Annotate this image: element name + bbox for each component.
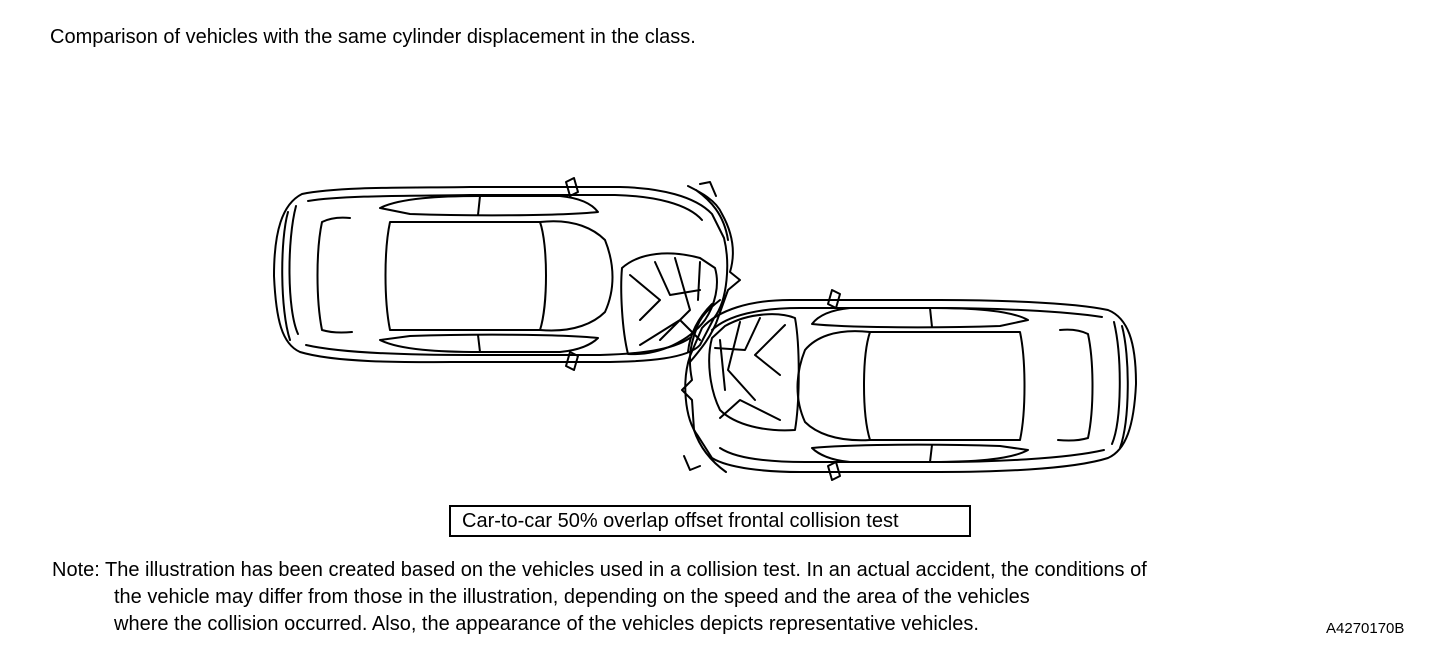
left-car-crushed-hood: [620, 252, 718, 356]
left-car-side-window-bottom: [379, 333, 599, 353]
test-caption: Car-to-car 50% overlap offset frontal co…: [449, 505, 971, 537]
right-car-mirror-bottom: [827, 461, 841, 481]
right-car-rear: [1111, 321, 1129, 449]
note-label: Note:: [52, 559, 100, 581]
right-car-rear-window: [1057, 328, 1094, 442]
left-car-side-window-top: [379, 195, 599, 217]
note-text-1: The illustration has been created based …: [105, 559, 1147, 581]
left-car-body: [273, 186, 729, 364]
right-car-roof: [863, 331, 1026, 441]
left-car-windshield: [539, 220, 614, 332]
left-car-rear-window: [316, 216, 353, 334]
note-line-1: Note: The illustration has been created …: [52, 557, 1147, 584]
right-car-side-window-bottom: [811, 443, 1029, 463]
left-car-crumpled-front: [687, 181, 741, 363]
left-car: [273, 177, 741, 371]
left-car-mirror-top: [565, 177, 579, 197]
right-car-crushed-hood: [708, 313, 800, 432]
page-heading: Comparison of vehicles with the same cyl…: [50, 26, 696, 48]
right-car-side-window-top: [811, 307, 1029, 329]
right-car: [681, 289, 1137, 481]
right-car-windshield: [796, 330, 871, 442]
right-car-body: [684, 299, 1137, 473]
figure-code: A4270170B: [1326, 620, 1405, 637]
right-car-mirror-top: [827, 289, 841, 309]
note-line-3: where the collision occurred. Also, the …: [114, 613, 979, 635]
right-car-crumpled-front: [681, 299, 727, 473]
note: Note: The illustration has been created …: [52, 557, 1147, 638]
note-line-2: the vehicle may differ from those in the…: [114, 586, 1030, 608]
left-car-rear: [281, 205, 299, 341]
left-car-mirror-bottom: [565, 351, 579, 371]
left-car-roof: [384, 221, 547, 331]
